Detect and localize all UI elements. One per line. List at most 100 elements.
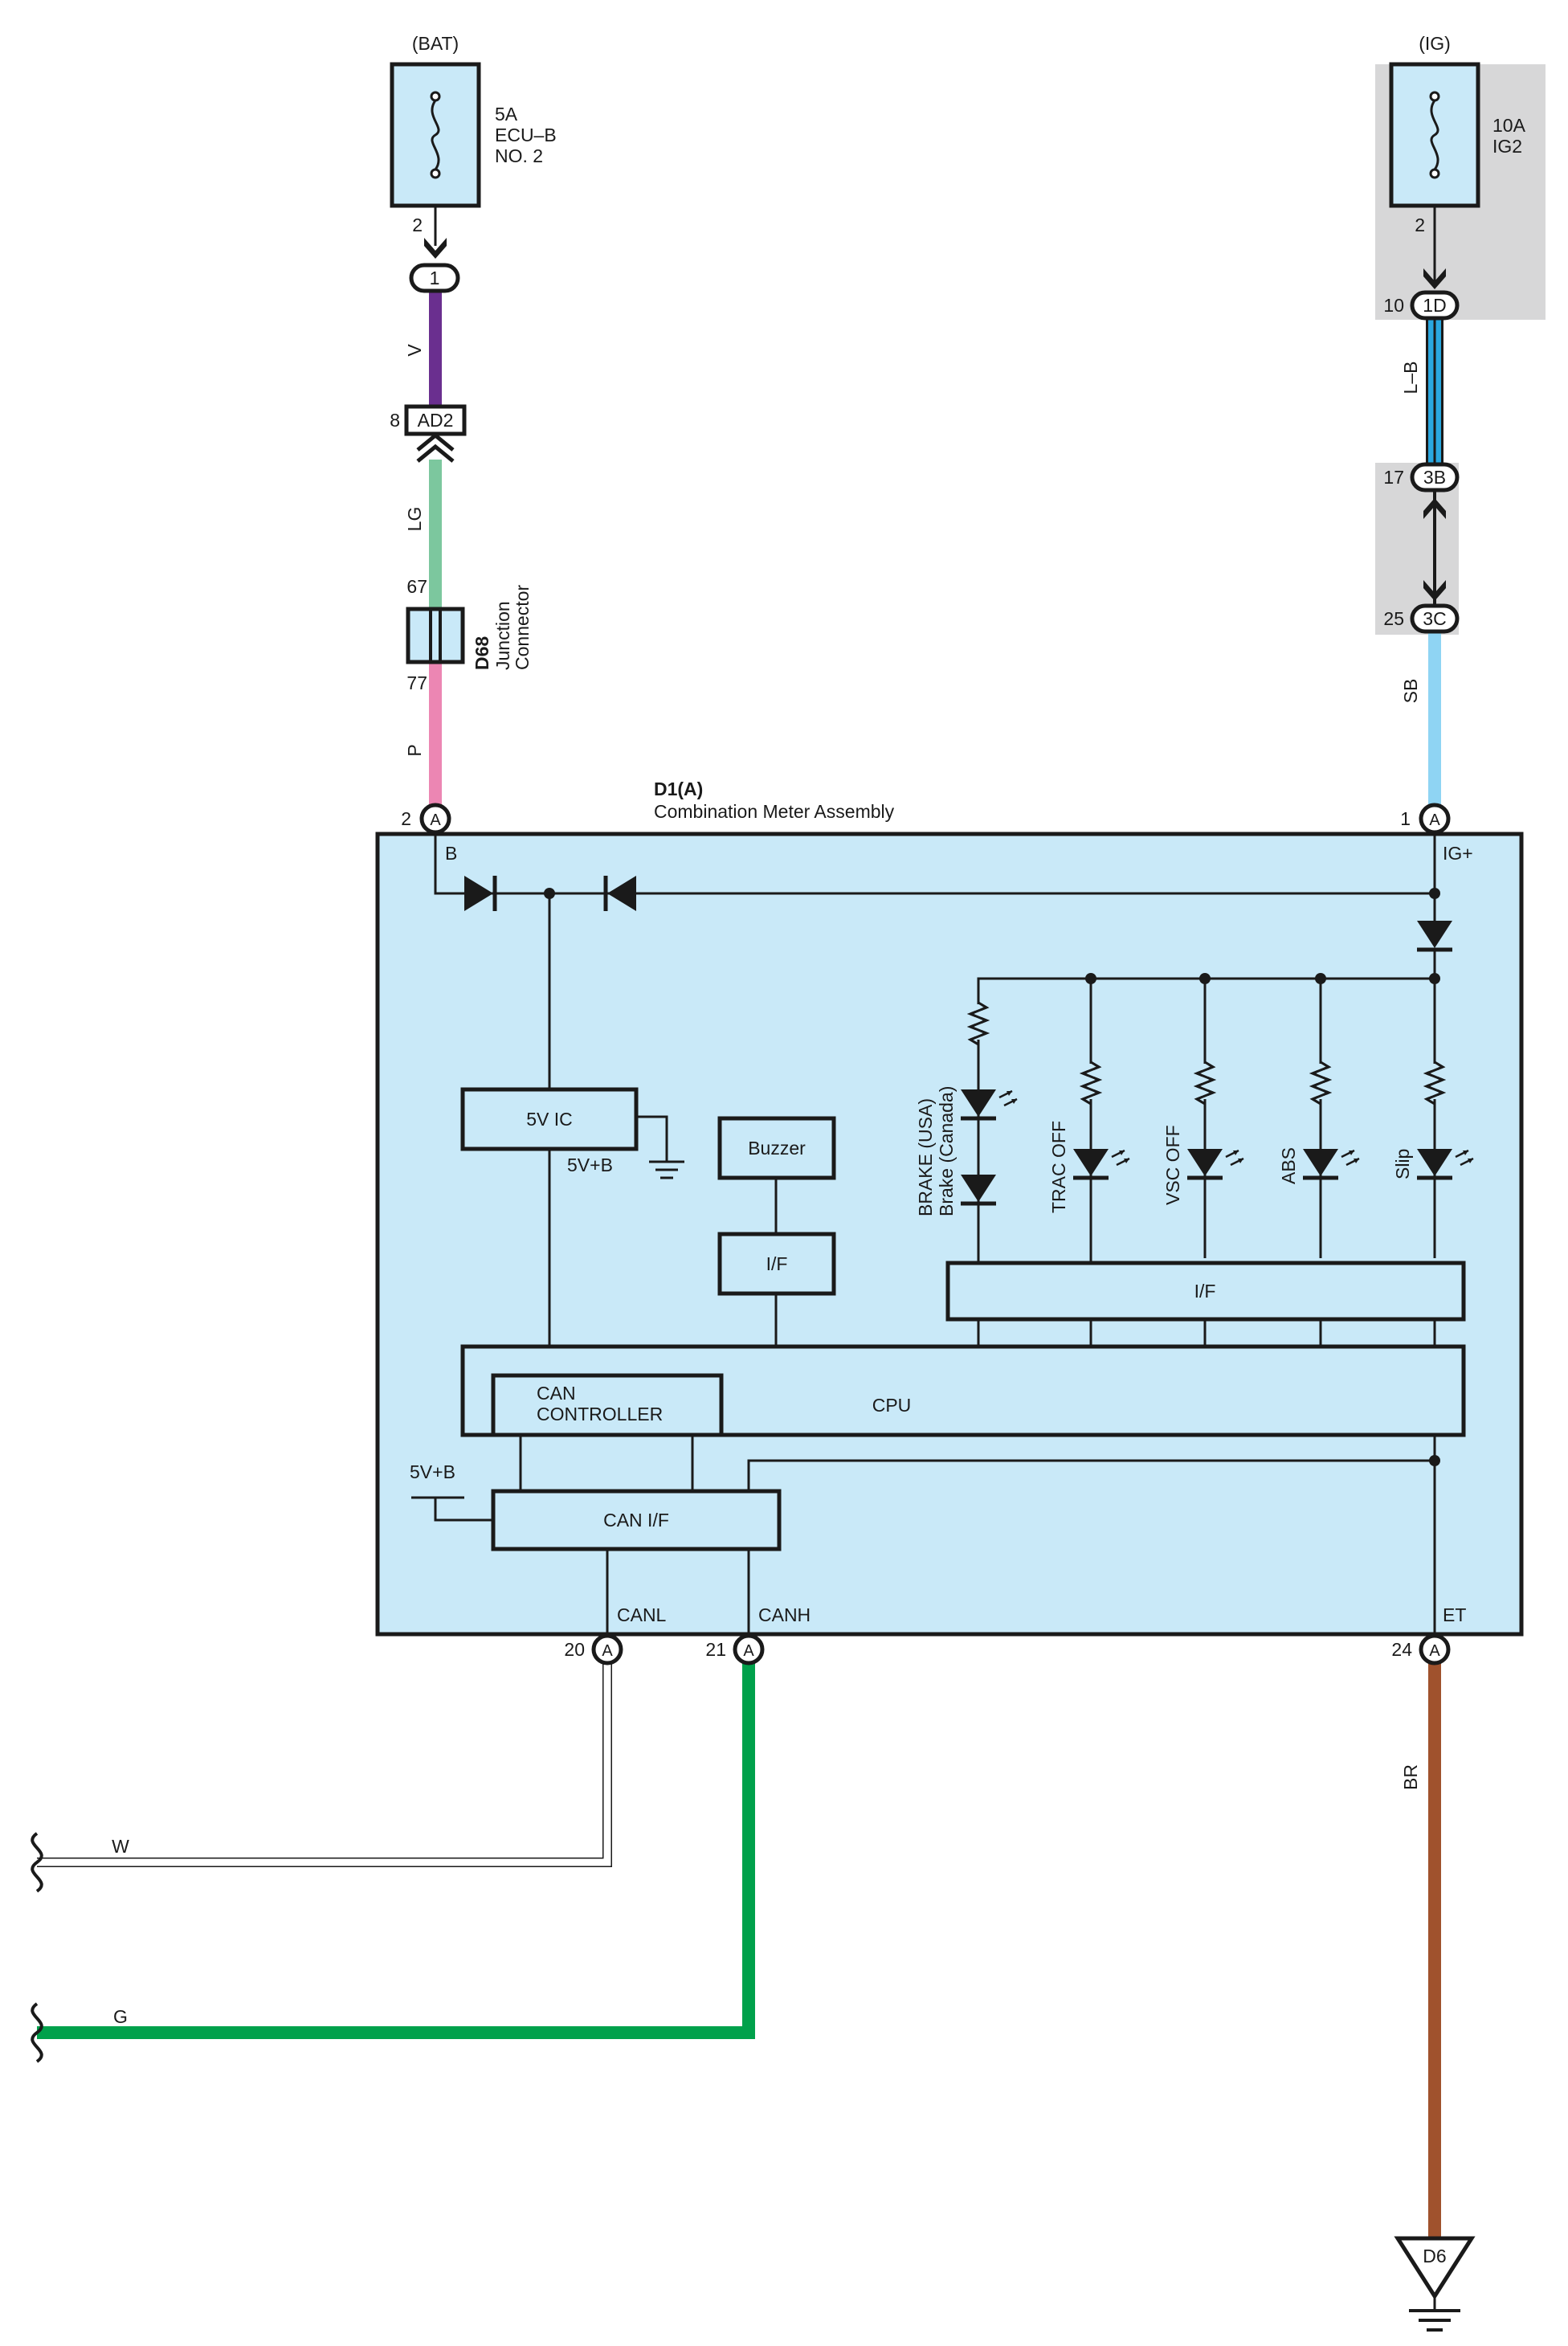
pin-et-conn: A — [1429, 1642, 1440, 1660]
vsc-label: VSC OFF — [1162, 1125, 1183, 1205]
trac-label: TRAC OFF — [1048, 1121, 1069, 1213]
ig-fuse — [1389, 62, 1480, 208]
pin-b-name: B — [445, 843, 457, 864]
b-diode — [464, 876, 497, 911]
ig-fuse-rating: 10A — [1492, 115, 1526, 136]
v5b-label-2: 5V+B — [410, 1461, 455, 1482]
cpu-label: CPU — [872, 1395, 912, 1416]
led-if-label: I/F — [1194, 1281, 1216, 1302]
junction-dots — [544, 888, 1440, 1466]
bat-fuse-no: NO. 2 — [495, 145, 543, 166]
wire-w-label: W — [112, 1836, 129, 1857]
abs-label: ABS — [1278, 1147, 1299, 1184]
pin-canh-conn: A — [743, 1642, 754, 1660]
pin-67-label: 67 — [406, 576, 427, 597]
pin-ig-conn: A — [1429, 811, 1440, 829]
resistor-gaps — [975, 1004, 1438, 1099]
pin-8-label: 8 — [390, 410, 400, 431]
pin-b-num: 2 — [401, 808, 411, 829]
ig-label: (IG) — [1419, 33, 1451, 54]
conn-1-label: 1 — [430, 268, 440, 288]
wire-sb-label: SB — [1400, 679, 1421, 704]
slip-label: Slip — [1392, 1149, 1413, 1179]
ground-d6-label: D6 — [1423, 2246, 1446, 2266]
can-controller-box — [491, 1373, 724, 1437]
pin-et-num: 24 — [1391, 1639, 1412, 1660]
wire-g — [37, 1661, 755, 2039]
pin-ig-num: 1 — [1400, 808, 1411, 829]
bat-out-pin: 2 — [412, 215, 423, 235]
jc-name-2: Connector — [512, 585, 533, 670]
ad2-double-chevron — [416, 432, 455, 463]
led-brake — [961, 1089, 1019, 1121]
diode-brake — [961, 1175, 996, 1206]
v5b-label-1: 5V+B — [567, 1155, 613, 1175]
pin-ig-name: IG+ — [1443, 843, 1473, 864]
buzzer-label: Buzzer — [748, 1138, 806, 1159]
buzzer-if-label: I/F — [766, 1253, 788, 1274]
wire-p-label: P — [404, 744, 425, 756]
wire-v-label: V — [404, 344, 425, 357]
pin-canh-num: 21 — [705, 1639, 726, 1660]
ig-fuse-name: IG2 — [1492, 136, 1522, 157]
can-controller-label-1: CAN — [537, 1383, 576, 1404]
junction-connector-d68 — [406, 607, 465, 664]
ic-5v-label: 5V IC — [526, 1109, 573, 1130]
led-if-box — [945, 1261, 1466, 1322]
wire-w-break — [31, 1832, 43, 1893]
wire-w-core — [37, 1661, 611, 1866]
pin-canh-name: CANH — [758, 1604, 811, 1625]
conn-1d — [1410, 290, 1460, 321]
meter-name: Combination Meter Assembly — [654, 801, 895, 822]
colored-wires — [37, 291, 1443, 2238]
jc-id-label: D68 — [472, 636, 492, 670]
wire-g-label: G — [113, 2006, 128, 2027]
led-vsc — [1187, 1149, 1245, 1180]
led-trac — [1073, 1149, 1131, 1180]
led-abs — [1303, 1149, 1361, 1180]
pin-canl-num: 20 — [564, 1639, 585, 1660]
brake-label-1: BRAKE (USA) — [915, 1098, 936, 1216]
ground-symbol-internal — [649, 1160, 684, 1179]
pin-canl-conn: A — [602, 1642, 613, 1660]
pin-25-label: 25 — [1383, 608, 1404, 629]
wire-br-label: BR — [1400, 1764, 1421, 1790]
pin-ig-circle — [1419, 803, 1451, 835]
can-controller-label-2: CONTROLLER — [537, 1404, 663, 1424]
conn-1d-label: 1D — [1423, 295, 1446, 316]
brake-label-2: Brake (Canada) — [936, 1086, 957, 1216]
conn-3b-label: 3B — [1423, 467, 1446, 488]
led-slip — [1417, 1149, 1475, 1180]
ig-out-pin: 2 — [1415, 215, 1425, 235]
meter-pins — [419, 803, 1451, 1665]
wire-g-break — [31, 2002, 43, 2063]
bat-label: (BAT) — [412, 33, 459, 54]
bat-fuse-rating: 5A — [495, 104, 518, 125]
wire-w — [37, 1661, 612, 1867]
pin-17-label: 17 — [1383, 467, 1404, 488]
wire-lb-label: L–B — [1400, 362, 1421, 394]
buzzer-box — [717, 1116, 836, 1180]
ground-d6-symbol — [1394, 2236, 1476, 2332]
conn-ad2-label: AD2 — [418, 410, 454, 431]
can-if-label: CAN I/F — [603, 1510, 669, 1531]
ig-series-diode — [1417, 921, 1452, 952]
conn-3c-label: 3C — [1423, 608, 1446, 629]
conn-3c — [1410, 603, 1460, 634]
ig-diode — [603, 876, 636, 911]
ig-chevron — [1423, 268, 1446, 289]
3b-chevron — [1423, 498, 1446, 519]
buzzer-if-box — [717, 1232, 836, 1296]
conn-1 — [409, 263, 460, 293]
can-if-box — [491, 1489, 782, 1551]
bat-fuse — [390, 62, 481, 208]
ic-5v-box — [460, 1087, 639, 1151]
pin-10-label: 10 — [1383, 295, 1404, 316]
bat-fuse-name: ECU–B — [495, 125, 557, 145]
pin-et-name: ET — [1443, 1604, 1466, 1625]
wire-lg-label: LG — [404, 507, 425, 532]
pin-b-circle — [419, 803, 451, 835]
pin-b-conn: A — [430, 811, 441, 829]
